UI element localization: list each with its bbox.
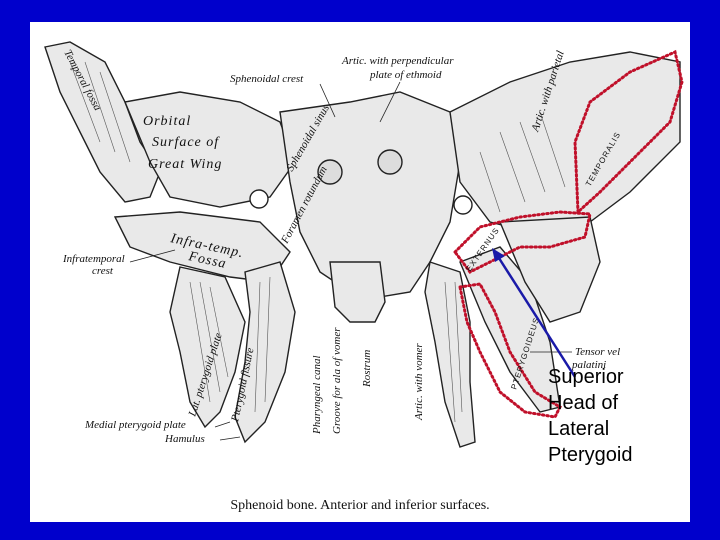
right-sinus-opening <box>377 149 403 175</box>
muscle-outlines <box>453 49 684 419</box>
label-groove-vomer: Groove for ala of vomer <box>331 327 343 434</box>
left-sinus-opening <box>317 159 343 185</box>
label-infratemporal-crest-1: Infratemporal <box>62 253 125 265</box>
sphenoid-illustration: Artic. with perpendicular plate of ethmo… <box>44 41 684 448</box>
callout-line-4: Pterygoid <box>548 444 633 466</box>
rostrum <box>329 261 386 323</box>
label-artic-perp-2: plate of ethmoid <box>369 69 442 81</box>
label-sphenoidal-crest: Sphenoidal crest <box>230 73 304 85</box>
callout-line-3: Lateral <box>548 418 610 440</box>
shading <box>69 61 566 423</box>
externus-outline <box>453 210 592 274</box>
label-rostrum: Rostrum <box>361 350 373 388</box>
callout-line-2: Head of <box>548 392 619 414</box>
sphenoid-figure: Artic. with perpendicular plate of ethmo… <box>30 22 690 522</box>
temporalis-outline <box>573 49 684 216</box>
left-foramen <box>249 189 269 209</box>
label-orbital-2: Surface of <box>152 135 220 150</box>
label-tensor-1: Tensor vel <box>575 346 620 358</box>
pterygoideus-outline <box>458 282 562 419</box>
callout-line-1: Superior <box>548 366 624 388</box>
callout-arrow <box>492 248 577 378</box>
label-medial-plate: Medial pterygoid plate <box>84 419 186 431</box>
label-infratemporal-crest-2: crest <box>92 265 114 277</box>
bone-drawing <box>44 41 681 448</box>
foramina <box>249 149 473 215</box>
label-tensor-2: palatini <box>571 359 606 371</box>
label-orbital-1: Orbital <box>143 114 191 129</box>
leader-lines <box>129 81 572 441</box>
label-orbital-3: Great Wing <box>148 157 222 172</box>
label-pharyngeal-canal: Pharyngeal canal <box>311 355 323 435</box>
callout-text: Superior Head of Lateral Pterygoid <box>548 364 688 468</box>
left-orbital-surface <box>124 91 296 208</box>
right-greater-wing <box>449 51 681 233</box>
right-foramen <box>453 195 473 215</box>
label-artic-vomer: Artic. with vomer <box>413 343 425 421</box>
figure-caption: Sphenoid bone. Anterior and inferior sur… <box>230 498 490 513</box>
label-artic-perp: Artic. with perpendicular <box>341 55 454 67</box>
left-medial-pterygoid-plate <box>234 261 296 444</box>
label-hamulus: Hamulus <box>164 433 205 445</box>
sphenoid-body <box>279 91 461 298</box>
left-lateral-pterygoid-plate <box>169 266 246 429</box>
left-greater-wing <box>44 41 161 203</box>
